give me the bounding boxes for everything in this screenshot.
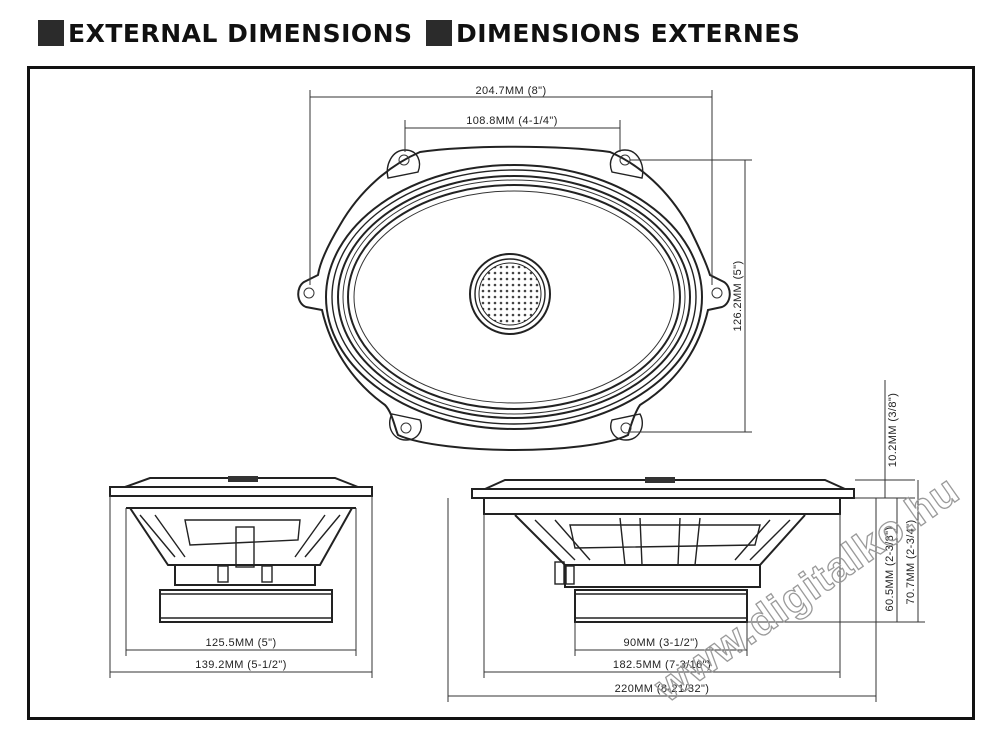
mounting-hole-right — [711, 287, 723, 299]
label-flange-height: 10.2MM (3/8") — [887, 393, 899, 468]
front-tweeter-cap — [645, 477, 675, 483]
front-gasket — [483, 497, 841, 515]
side-basket-base — [174, 564, 316, 586]
mounting-hole-left — [303, 287, 315, 299]
dimension-overall-width: 204.7MM (8") — [309, 85, 713, 285]
mounting-hole-bottom-right — [610, 413, 644, 441]
front-magnet — [574, 589, 748, 623]
header-external-dimensions: EXTERNAL DIMENSIONS — [38, 18, 413, 48]
label-side-overall: 139.2MM (5-1/2") — [195, 659, 287, 671]
side-magnet — [159, 589, 333, 623]
header-square-icon — [426, 20, 452, 46]
speaker-front-view — [471, 477, 855, 623]
tweeter-inner-ring — [474, 258, 546, 330]
dimension-inner-width: 108.8MM (4-1/4") — [404, 115, 621, 152]
label-overall-height: 126.2MM (5") — [732, 260, 744, 331]
label-inner-width: 108.8MM (4-1/4") — [466, 115, 558, 127]
header-title-french: DIMENSIONS EXTERNES — [456, 18, 801, 48]
dimension-mount-depth: 60.5MM (2-3/8") — [747, 498, 904, 623]
tweeter-grille — [478, 262, 542, 326]
front-terminal — [554, 561, 565, 585]
dimension-overall-height: 126.2MM (5") — [630, 159, 752, 433]
watermark-text: www.digitalko.hu — [645, 466, 967, 711]
label-front-overall: 220MM (8-21/32") — [615, 683, 710, 695]
surround-ring-2 — [337, 175, 691, 419]
label-front-magnet: 90MM (3-1/2") — [623, 637, 698, 649]
label-overall-width: 204.7MM (8") — [475, 85, 546, 97]
dimension-side-overall: 139.2MM (5-1/2") — [109, 496, 373, 678]
label-side-cutout: 125.5MM (5") — [205, 637, 276, 649]
dimension-front-overall: 220MM (8-21/32") — [447, 498, 877, 702]
surround-ring-1 — [331, 169, 697, 425]
tweeter-outer-ring — [469, 253, 551, 335]
front-basket-base — [564, 564, 761, 588]
mounting-hole-bottom-left — [388, 413, 422, 441]
dimension-flange-height: 10.2MM (3/8") — [855, 380, 915, 499]
cone-edge — [353, 190, 675, 404]
speaker-top-view — [297, 145, 731, 452]
drawing-frame — [27, 66, 975, 720]
header-title-english: EXTERNAL DIMENSIONS — [68, 18, 413, 48]
label-front-cutout: 182.5MM (7-3/16") — [613, 659, 711, 671]
front-basket — [514, 514, 806, 566]
side-tweeter-cap — [228, 476, 258, 482]
side-flange — [109, 486, 373, 497]
dimension-front-cutout: 182.5MM (7-3/16") — [483, 514, 841, 678]
header-dimensions-externes: DIMENSIONS EXTERNES — [426, 18, 800, 48]
dimension-front-magnet: 90MM (3-1/2") — [574, 622, 748, 656]
dimension-total-depth: 70.7MM (2-3/4") — [904, 480, 925, 623]
speaker-frame-outline — [297, 145, 731, 452]
side-basket — [128, 507, 354, 566]
label-total-depth: 70.7MM (2-3/4") — [905, 519, 917, 604]
side-terminal — [217, 565, 229, 583]
surround-outer — [325, 164, 703, 430]
front-flange — [471, 488, 855, 499]
dimension-side-cutout: 125.5MM (5") — [125, 508, 357, 656]
surround-ring-4 — [347, 184, 681, 410]
header-square-icon — [38, 20, 64, 46]
surround-ring-3 — [342, 179, 686, 415]
label-mount-depth: 60.5MM (2-3/8") — [884, 526, 896, 611]
speaker-side-view — [109, 476, 373, 623]
